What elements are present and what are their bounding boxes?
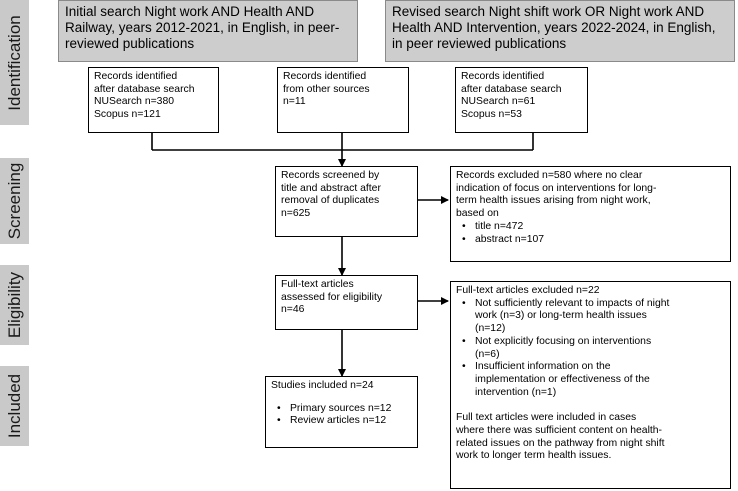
stage-included: Included xyxy=(0,366,29,446)
stage-eligibility: Eligibility xyxy=(0,265,29,345)
box-line: Scopus n=121 xyxy=(94,109,161,121)
exclusion-abstract-item: abstract n=107 xyxy=(456,234,725,247)
box-line: indication of focus on interventions for… xyxy=(456,182,657,194)
included-breakdown-list: Primary sources n=12 Review articles n=1… xyxy=(271,403,412,428)
reason-line: work (n=3) or long-term health issues xyxy=(475,310,647,322)
box-line: title and abstract after xyxy=(281,182,381,194)
box-line: NUSearch n=380 xyxy=(94,96,174,108)
records-identified-left: Records identified after database search… xyxy=(88,67,219,133)
box-line: Records screened by xyxy=(281,170,380,181)
box-line: after database search xyxy=(461,83,562,95)
stage-screening: Screening xyxy=(0,158,29,244)
initial-search-box: Initial search Night work AND Health AND… xyxy=(58,0,358,62)
box-line: Records identified xyxy=(94,71,178,82)
reason-line: Not explicitly focusing on interventions xyxy=(475,335,652,347)
box-line: removal of duplicates xyxy=(281,195,380,207)
reason-line: (n=12) xyxy=(475,323,506,335)
review-articles-item: Review articles n=12 xyxy=(271,415,412,428)
reason-line: Insufficient information on the xyxy=(475,361,611,373)
box-line: assessed for eligibility xyxy=(281,291,383,303)
note-line: related issues on the pathway from night… xyxy=(456,437,665,449)
reason-line: implementation or effectiveness of the xyxy=(475,373,650,385)
reason-line: Not sufficiently relevant to impacts of … xyxy=(475,297,670,309)
box-line: Records excluded n=580 where no clear xyxy=(456,170,643,181)
box-line: Scopus n=53 xyxy=(461,109,522,121)
reason-line: (n=6) xyxy=(475,348,500,360)
reason-line: intervention (n=1) xyxy=(475,386,557,398)
exclusion-reason-item: Not sufficiently relevant to impacts of … xyxy=(456,298,725,336)
fulltext-excluded-heading: Full-text articles excluded n=22 xyxy=(456,285,600,296)
note-line: Full text articles were included in case… xyxy=(456,412,637,424)
exclusion-reason-item: Not explicitly focusing on interventions… xyxy=(456,336,725,361)
exclusion-reason-item: Insufficient information on the implemen… xyxy=(456,361,725,399)
note-line: where there was sufficient content on he… xyxy=(456,425,663,437)
revised-search-text: Revised search Night shift work OR Night… xyxy=(392,4,716,51)
initial-search-text: Initial search Night work AND Health AND… xyxy=(65,4,340,51)
box-line: term health issues arising from night wo… xyxy=(456,195,651,207)
revised-search-box: Revised search Night shift work OR Night… xyxy=(385,0,735,62)
records-screened-box: Records screened by title and abstract a… xyxy=(275,166,418,237)
fulltext-assessed-box: Full-text articles assessed for eligibil… xyxy=(275,275,418,330)
records-identified-middle: Records identified from other sources n=… xyxy=(277,67,409,133)
fulltext-exclusion-reasons: Not sufficiently relevant to impacts of … xyxy=(456,298,725,400)
box-line: Records identified xyxy=(461,71,545,82)
box-line: Records identified xyxy=(283,71,367,82)
box-line: n=46 xyxy=(281,304,305,316)
box-line: Full-text articles xyxy=(281,279,354,290)
studies-included-title: Studies included n=24 xyxy=(271,380,374,391)
box-line: after database search xyxy=(94,83,195,95)
fulltext-excluded-box: Full-text articles excluded n=22 Not suf… xyxy=(450,281,731,489)
box-line: based on xyxy=(456,208,499,220)
exclusion-basis-list: title n=472 abstract n=107 xyxy=(456,221,725,246)
box-line: from other sources xyxy=(283,83,370,95)
box-line: n=625 xyxy=(281,208,311,220)
records-excluded-screening-box: Records excluded n=580 where no clear in… xyxy=(450,166,731,262)
primary-sources-item: Primary sources n=12 xyxy=(271,403,412,416)
box-line: NUSearch n=61 xyxy=(461,96,536,108)
inclusion-note: Full text articles were included in case… xyxy=(456,412,725,463)
studies-included-box: Studies included n=24 Primary sources n=… xyxy=(265,376,418,448)
stage-identification: Identification xyxy=(0,0,29,125)
note-line: work to longer term health issues. xyxy=(456,450,612,462)
records-identified-right: Records identified after database search… xyxy=(455,67,588,133)
box-line: n=11 xyxy=(283,96,306,108)
exclusion-title-item: title n=472 xyxy=(456,221,725,234)
